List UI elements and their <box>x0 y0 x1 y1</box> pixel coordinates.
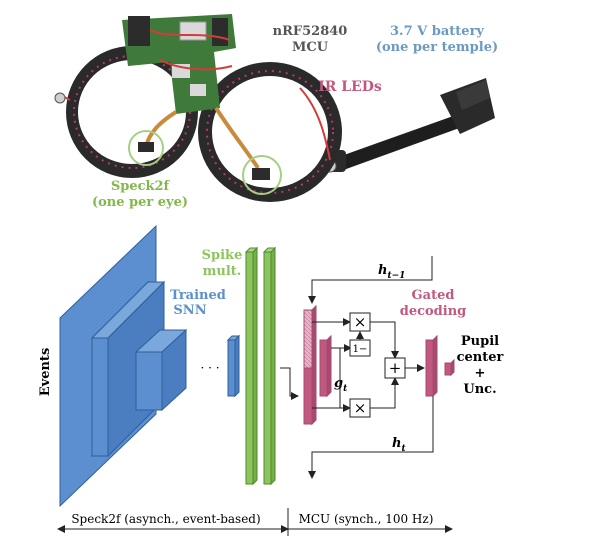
speck-highlight-left <box>128 130 164 166</box>
spike-mult-label-line1: Spike <box>202 248 243 263</box>
events-label: Events <box>38 348 53 397</box>
svg-text:×: × <box>354 313 367 331</box>
g-t-label: gt <box>334 376 348 394</box>
output-label-line2: center <box>457 350 504 365</box>
svg-text:1−: 1− <box>353 344 368 355</box>
speck-axis-label: Speck2f (asynch., event-based) <box>71 512 260 526</box>
pcb-board <box>122 14 236 114</box>
ellipsis-dots: · · · <box>200 361 219 375</box>
gate-bar <box>319 334 332 398</box>
spike-mult-bar-1 <box>244 246 259 486</box>
multiply-node-top: × <box>349 312 371 332</box>
snn-output-layer <box>226 334 241 398</box>
glasses-illustration <box>54 14 495 202</box>
output-label-line3: + <box>475 366 486 381</box>
trained-snn-label-line2: SNN <box>173 303 206 318</box>
temple-arm <box>318 78 495 173</box>
one-minus-node: 1− <box>349 339 371 357</box>
spike-mult-label-line2: mult. <box>203 264 242 279</box>
output-label-line4: Unc. <box>463 382 496 397</box>
speck-label-line2: (one per eye) <box>92 195 188 210</box>
gated-decoding-label-line2: decoding <box>400 304 467 319</box>
mcu-label-line1: nRF52840 <box>273 24 348 39</box>
speck-label-line1: Speck2f <box>111 179 171 194</box>
gated-decoding-label-line1: Gated <box>412 288 455 303</box>
speck-highlight-right <box>242 155 282 195</box>
snn-layer-3 <box>134 328 188 412</box>
hidden-state-bar <box>303 304 317 426</box>
svg-text:+: + <box>389 359 402 377</box>
mcu-axis-label: MCU (synch., 100 Hz) <box>299 512 434 526</box>
plus-node: + <box>384 357 406 379</box>
output-label-line1: Pupil <box>461 334 499 349</box>
spike-mult-bar-2 <box>262 246 277 486</box>
multiply-node-bottom: × <box>349 398 371 418</box>
trained-snn-label-line1: Trained <box>170 288 226 303</box>
output-bar <box>444 358 455 377</box>
new-hidden-state-bar <box>425 334 438 398</box>
mcu-label-line2: MCU <box>292 40 329 55</box>
h-t-label: ht <box>392 436 406 454</box>
battery-label-line1: 3.7 V battery <box>390 24 484 39</box>
battery-label-line2: (one per temple) <box>376 40 498 55</box>
ir-leds-label: IR LEDs <box>318 79 382 95</box>
h-prev-label: ht−1 <box>378 263 405 281</box>
svg-text:×: × <box>354 399 367 417</box>
flex-cable-right <box>214 106 260 170</box>
